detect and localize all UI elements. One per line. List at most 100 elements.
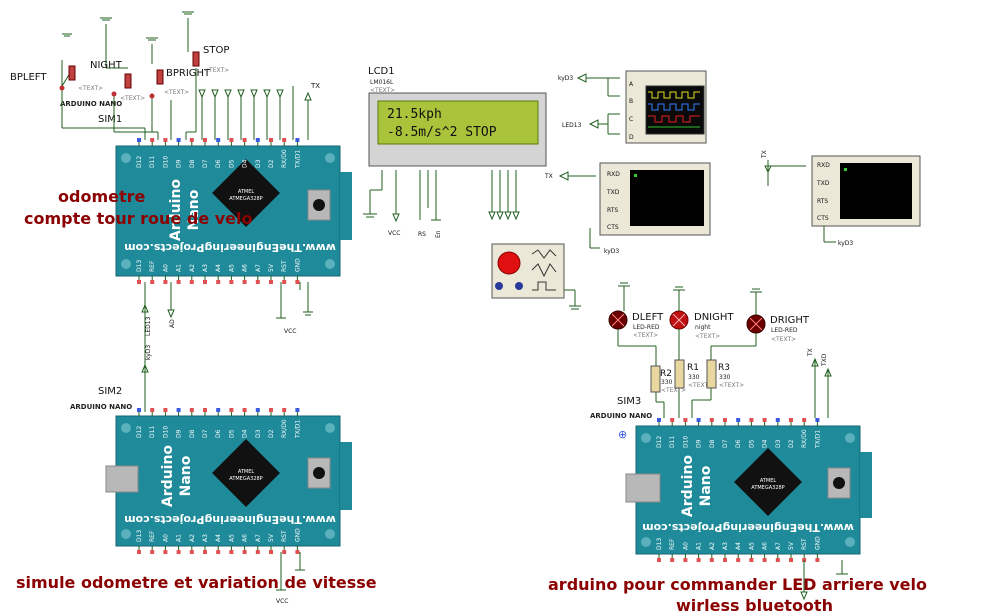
board3-top-pin-label: D7	[722, 439, 729, 448]
vt1-wires	[558, 171, 600, 249]
board2-bottom-pin-marker	[189, 550, 194, 554]
resistor-r1[interactable]: R1 330 <TEXT>	[674, 359, 713, 389]
board1-bottom-pin-label: GND	[294, 258, 301, 272]
dnight-label: DNIGHT	[694, 312, 734, 323]
switch-night[interactable]: NIGHT <TEXT>	[90, 60, 145, 102]
board1-bottom-pin-label: A1	[176, 264, 183, 272]
arduino-board-2[interactable]: ATMEL ATMEGA328P Arduino Nano www.TheEng…	[105, 415, 352, 547]
board1-top-pin-label: D2	[268, 159, 275, 168]
board3-bottom-pin-marker	[762, 558, 767, 562]
dright-type: LED-RED	[771, 327, 798, 334]
board3-top-pin-label: RX/D0	[801, 429, 808, 448]
switch-bpright[interactable]: BPRIGHT <TEXT>	[149, 68, 212, 99]
board1-top-pin-marker	[163, 138, 168, 142]
board1-bottom-pin-label: A6	[242, 264, 249, 272]
board3-top-pin-marker	[696, 418, 701, 422]
board2-bottom-pin-marker	[137, 550, 141, 554]
board2-bottom-pin-label: RST	[281, 530, 288, 542]
board2-bottom-pin-label: A5	[228, 534, 235, 542]
board3-top-pin-marker	[815, 418, 820, 422]
osc-wires	[576, 73, 620, 135]
r1-value: 330	[688, 374, 700, 381]
board2-top-pin-marker	[163, 408, 168, 412]
board-title-3: ARDUINO NANO	[590, 412, 652, 420]
board3-top-pin-label: TX/D1	[814, 430, 821, 449]
lcd-text-tag: <TEXT>	[370, 87, 395, 94]
board2-top-pin-label: D7	[202, 429, 209, 438]
board1-bottom-pin-label: D13	[136, 260, 143, 272]
board3-bottom-pin-marker	[709, 558, 714, 562]
board3-bottom-pin-label: A7	[775, 542, 782, 550]
board2-bottom-pin-marker	[163, 550, 168, 554]
board3-top-pin-marker	[657, 418, 661, 422]
board1-bottom-pin-label: A5	[228, 264, 235, 272]
virtual-terminal-2[interactable]: RXD TXD RTS CTS	[811, 155, 921, 227]
board2-bottom-pin-label: A0	[162, 534, 169, 542]
board1-bottom-pin-label: A0	[162, 264, 169, 272]
board1-top-pin-label: RX/D0	[281, 149, 288, 168]
osc-d: D	[629, 134, 634, 141]
arduino-board-3[interactable]: ATMEL ATMEGA328P Arduino Nano www.TheEng…	[625, 425, 872, 555]
board3-top-pin-label: D5	[748, 439, 755, 448]
oscilloscope[interactable]: A B C D	[625, 70, 707, 144]
stop-label: STOP	[203, 45, 229, 56]
r2-value: 330	[661, 379, 673, 386]
board3-top-pin-marker	[709, 418, 714, 422]
r3-text-tag: <TEXT>	[719, 382, 744, 389]
board1-top-pin-label: D10	[162, 156, 169, 168]
virtual-terminal-1[interactable]: RXD TXD RTS CTS	[599, 162, 711, 236]
board2-top-pin-label: D2	[268, 429, 275, 438]
resistor-r2[interactable]: R2 330 <TEXT>	[650, 365, 686, 394]
board1-bottom-pin-label: RST	[281, 260, 288, 272]
tx-label-vt1: TX	[544, 173, 553, 180]
switch-stop[interactable]: STOP <TEXT>	[192, 45, 229, 74]
r3-label: R3	[718, 363, 730, 373]
board3-top-pin-marker	[775, 418, 780, 422]
signal-generator[interactable]	[491, 243, 565, 299]
lcd-line-1: 21.5kph	[387, 107, 442, 122]
board1-bottom-wires	[141, 282, 313, 412]
led-dleft[interactable]: DLEFT LED-RED <TEXT>	[608, 310, 664, 339]
arduino-board-1[interactable]: ATMEL ATMEGA328P Arduino Nano www.TheEng…	[115, 145, 352, 277]
board3-bottom-pin-label: A2	[709, 542, 716, 550]
board3-top-pin-label: D3	[775, 439, 782, 448]
board2-bottom-pin-marker	[282, 550, 287, 554]
led13-osc: LED13	[562, 122, 582, 129]
board2-top-pin-label: D11	[149, 426, 156, 438]
tx-label-board1: TX	[310, 82, 320, 90]
board1-top-pin-label: D5	[228, 159, 235, 168]
dleft-label: DLEFT	[632, 312, 664, 323]
kyd3-label-1: kyD3	[145, 345, 152, 360]
board2-top-pin-marker	[295, 408, 300, 412]
board1-top-pin-marker	[176, 138, 181, 142]
vt2-txd: TXD	[816, 180, 830, 187]
board1-top-pin-label: D12	[136, 156, 143, 168]
board2-top-pin-label: D3	[255, 429, 262, 438]
caption-wirless: wirless bluetooth	[676, 596, 833, 614]
chip-label-2: ATMEL	[238, 469, 255, 475]
board1-bottom-pin-marker	[269, 280, 273, 284]
lcd-line-2: -8.5m/s^2 STOP	[387, 125, 497, 140]
led-dright[interactable]: DRIGHT LED-RED <TEXT>	[746, 314, 810, 343]
board2-top-pin-label: D5	[228, 429, 235, 438]
lcd-module[interactable]: 21.5kph -8.5m/s^2 STOP LCD1 LM016L <TEXT…	[368, 66, 547, 167]
board3-bottom-pin-label: RST	[801, 538, 808, 550]
board2-top-pin-marker	[176, 408, 181, 412]
crosshair-icon: ⊕	[618, 428, 627, 441]
dright-label: DRIGHT	[770, 315, 810, 326]
board3-top-pin-marker	[736, 418, 741, 422]
led-dnight[interactable]: DNIGHT night <TEXT>	[669, 310, 734, 340]
board3-bottom-pin-marker	[815, 558, 820, 562]
switch-bpleft[interactable]: BPLEFT <TEXT>	[10, 65, 103, 92]
board3-bottom-pin-label: A6	[762, 542, 769, 550]
board1-top-pin-label: D8	[189, 159, 196, 168]
vt1-rxd: RXD	[607, 171, 620, 178]
board2-bottom-pin-label: REF	[149, 530, 156, 542]
board2-bottom-pin-marker	[150, 550, 155, 554]
kyd3-vt2: kyD3	[838, 240, 853, 247]
txd-label-b3: TXD	[821, 353, 828, 367]
board1-top-pin-label: TX/D1	[294, 150, 301, 169]
resistor-r3[interactable]: R3 330 <TEXT>	[706, 359, 744, 389]
board2-bottom-pin-label: A7	[255, 534, 262, 542]
board2-top-pin-marker	[216, 408, 221, 412]
